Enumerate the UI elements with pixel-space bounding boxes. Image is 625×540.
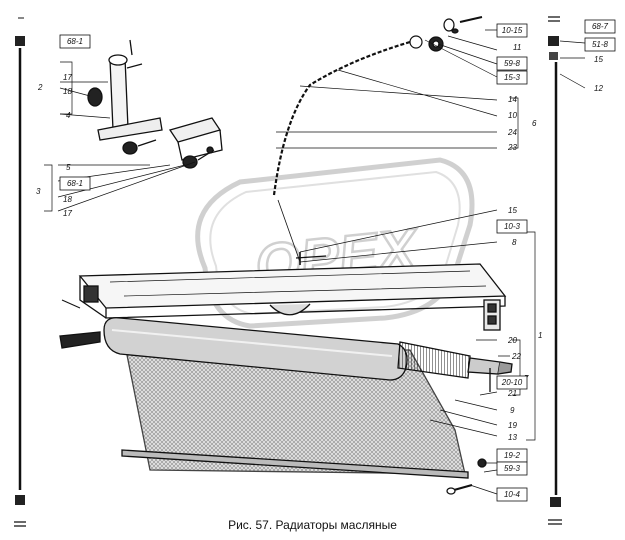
part-number-box: 68-1 [59, 34, 91, 49]
part-number-box: 19-2 [496, 448, 528, 463]
svg-text:20-10: 20-10 [501, 378, 523, 387]
callout-label: 21 [507, 389, 517, 398]
svg-text:68-1: 68-1 [67, 37, 83, 46]
callout-label: 20 [507, 336, 517, 345]
part-number-box: 10-4 [496, 487, 528, 502]
svg-text:10-4: 10-4 [504, 490, 521, 499]
callout-label: 9 [510, 406, 515, 415]
svg-text:19-2: 19-2 [504, 451, 521, 460]
callout-label: 17 [63, 73, 72, 82]
callout-label: 8 [512, 238, 517, 247]
svg-text:59-3: 59-3 [504, 464, 521, 473]
callout-label: 13 [508, 433, 517, 442]
callout-label: 11 [513, 43, 521, 52]
svg-text:10-15: 10-15 [502, 26, 523, 35]
callout-label: 5 [66, 163, 71, 172]
callout-label: 3 [36, 187, 41, 196]
callout-label: 15 [594, 55, 603, 64]
leader-lines [44, 29, 586, 495]
part-number-box: 10-15 [496, 23, 528, 38]
callout-label: 17 [63, 209, 72, 218]
left-vertical-rod [14, 17, 26, 527]
callout-numbers: 2 17 18 4 5 3 18 17 11 14 10 24 23 6 15 … [36, 43, 603, 442]
callout-label: 6 [532, 119, 537, 128]
callout-label: 18 [63, 87, 72, 96]
svg-text:51-8: 51-8 [592, 40, 609, 49]
callout-label: 19 [508, 421, 517, 430]
part-number-box: 51-8 [584, 37, 616, 52]
part-number-box: 68-7 [584, 19, 616, 34]
callout-label: 1 [538, 331, 542, 340]
svg-text:15-3: 15-3 [504, 73, 521, 82]
svg-text:10-3: 10-3 [504, 222, 521, 231]
radiator-top-frame [78, 252, 507, 331]
figure-caption: Рис. 57. Радиаторы масляные [228, 518, 397, 532]
svg-text:59-8: 59-8 [504, 59, 521, 68]
callout-label: 14 [508, 95, 517, 104]
svg-text:68-1: 68-1 [67, 179, 83, 188]
part-number-box: 59-8 [496, 56, 528, 71]
right-vertical-rod [548, 16, 562, 525]
callout-label: 12 [594, 84, 603, 93]
callout-label: 22 [511, 352, 521, 361]
part-number-box: 15-3 [496, 70, 528, 85]
bracket-assembly-3 [168, 117, 223, 169]
callout-label: 24 [507, 128, 517, 137]
chain-assembly [272, 16, 483, 263]
part-number-box: 59-3 [496, 461, 528, 476]
bracket-assembly-2 [87, 39, 163, 155]
part-number-box: 20-10 [496, 375, 528, 390]
callout-label: 23 [507, 143, 517, 152]
svg-text:68-7: 68-7 [592, 22, 609, 31]
callout-label: 15 [508, 206, 517, 215]
boxed-part-numbers: 68-1 68-1 10-15 59-8 15-3 68-7 51-8 10- [59, 19, 616, 502]
part-number-box: 10-3 [496, 219, 528, 234]
roller-blind-assembly [59, 299, 513, 495]
callout-label: 10 [508, 111, 517, 120]
callout-label: 18 [63, 195, 72, 204]
callout-label: 2 [37, 83, 43, 92]
callout-label: 4 [66, 111, 71, 120]
part-number-box: 68-1 [59, 176, 91, 191]
